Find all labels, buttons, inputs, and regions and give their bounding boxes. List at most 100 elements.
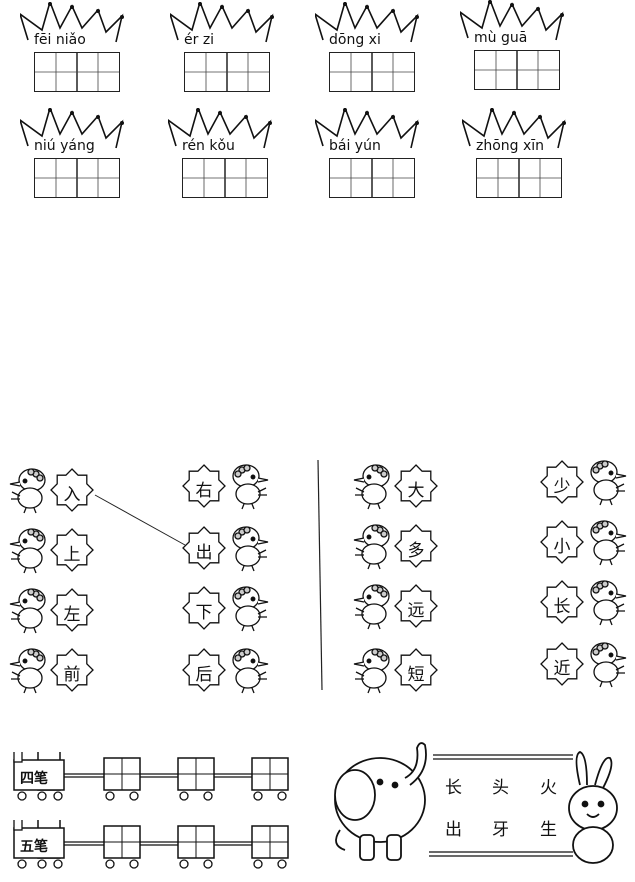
writing-grid[interactable] <box>476 158 562 198</box>
chick-figure <box>350 522 394 570</box>
match-item[interactable]: 远 <box>350 582 446 630</box>
star-bubble[interactable]: 前 <box>50 648 94 692</box>
chick-icon <box>232 648 269 694</box>
match-char: 上 <box>63 545 81 565</box>
star-bubble[interactable]: 下 <box>182 586 226 630</box>
match-item[interactable]: 后 <box>178 646 274 694</box>
word-bank-char[interactable]: 头 <box>492 778 509 798</box>
crown-card: zhōng xīn <box>462 108 566 198</box>
grid-lines <box>330 53 414 91</box>
writing-grid[interactable] <box>474 50 560 90</box>
star-shape <box>182 464 226 508</box>
match-char: 前 <box>63 665 81 685</box>
match-item[interactable]: 多 <box>350 522 446 570</box>
star-bubble[interactable]: 出 <box>182 526 226 570</box>
chick-figure <box>586 578 630 626</box>
star-shape <box>540 520 584 564</box>
match-item[interactable]: 长 <box>536 578 632 626</box>
crown-icon <box>315 108 419 149</box>
match-item[interactable]: 前 <box>6 646 102 694</box>
crown-card: bái yún <box>315 108 419 198</box>
pinyin-label: bái yún <box>329 138 381 154</box>
crown-icon <box>20 2 124 43</box>
crown-icon <box>315 2 419 43</box>
chick-icon <box>353 524 390 570</box>
star-bubble[interactable]: 多 <box>394 524 438 568</box>
star-bubble[interactable]: 短 <box>394 648 438 692</box>
chick-icon <box>590 460 627 506</box>
star-bubble[interactable]: 远 <box>394 584 438 628</box>
grid-lines <box>477 159 561 197</box>
word-bank-char[interactable]: 火 <box>540 778 557 798</box>
match-item[interactable]: 下 <box>178 584 274 632</box>
star-shape <box>540 642 584 686</box>
crown-icon <box>170 2 274 43</box>
star-bubble[interactable]: 入 <box>50 468 94 512</box>
star-shape <box>394 524 438 568</box>
match-item[interactable]: 少 <box>536 458 632 506</box>
pinyin-label: niú yáng <box>34 138 95 154</box>
crown-card: rén kǒu <box>168 108 272 198</box>
chick-icon <box>9 588 46 634</box>
star-shape <box>50 528 94 572</box>
star-shape <box>540 580 584 624</box>
chick-icon <box>590 642 627 688</box>
chick-figure <box>586 518 630 566</box>
match-char: 近 <box>553 659 571 679</box>
match-item[interactable]: 短 <box>350 646 446 694</box>
chick-figure <box>350 646 394 694</box>
engine-stroke-label: 五笔 <box>20 839 48 855</box>
crown-icon <box>460 0 564 41</box>
crown-icon <box>462 108 566 149</box>
grid-lines <box>183 159 267 197</box>
section-divider <box>317 459 323 691</box>
match-item[interactable]: 入 <box>6 466 102 514</box>
pinyin-label: fēi niǎo <box>34 32 86 48</box>
star-bubble[interactable]: 少 <box>540 460 584 504</box>
chick-figure <box>228 646 272 694</box>
match-item[interactable]: 左 <box>6 586 102 634</box>
star-shape <box>50 648 94 692</box>
writing-grid[interactable] <box>34 52 120 92</box>
star-bubble[interactable]: 左 <box>50 588 94 632</box>
star-bubble[interactable]: 后 <box>182 648 226 692</box>
match-char: 后 <box>195 665 213 685</box>
rabbit-icon <box>568 751 618 864</box>
match-item[interactable]: 出 <box>178 524 274 572</box>
match-item[interactable]: 右 <box>178 462 274 510</box>
chick-icon <box>353 648 390 694</box>
chick-figure <box>350 462 394 510</box>
chick-icon <box>590 580 627 626</box>
star-bubble[interactable]: 右 <box>182 464 226 508</box>
match-char: 远 <box>407 601 425 621</box>
star-bubble[interactable]: 长 <box>540 580 584 624</box>
word-bank-char[interactable]: 牙 <box>492 820 509 840</box>
match-char: 小 <box>553 537 571 557</box>
writing-grid[interactable] <box>329 52 415 92</box>
star-bubble[interactable]: 上 <box>50 528 94 572</box>
writing-grid[interactable] <box>34 158 120 198</box>
grid-lines <box>185 53 269 91</box>
word-bank-char[interactable]: 生 <box>540 820 557 840</box>
match-item[interactable]: 小 <box>536 518 632 566</box>
word-bank-char[interactable]: 长 <box>445 778 462 798</box>
elephant-icon <box>334 742 427 861</box>
writing-grid[interactable] <box>184 52 270 92</box>
match-item[interactable]: 近 <box>536 640 632 688</box>
match-item[interactable]: 大 <box>350 462 446 510</box>
grid-lines <box>475 51 559 89</box>
match-char: 下 <box>195 603 213 623</box>
pinyin-label: ér zi <box>184 32 215 48</box>
star-bubble[interactable]: 近 <box>540 642 584 686</box>
star-bubble[interactable]: 小 <box>540 520 584 564</box>
writing-grid[interactable] <box>182 158 268 198</box>
elephant-rabbit-illustration <box>334 742 618 864</box>
word-bank-char[interactable]: 出 <box>445 820 462 840</box>
star-bubble[interactable]: 大 <box>394 464 438 508</box>
crown-card: fēi niǎo <box>20 2 124 92</box>
train-icon <box>13 820 289 869</box>
matching-lines-layer <box>94 459 323 691</box>
crown-card: mù guā <box>460 0 564 90</box>
writing-grid[interactable] <box>329 158 415 198</box>
match-item[interactable]: 上 <box>6 526 102 574</box>
